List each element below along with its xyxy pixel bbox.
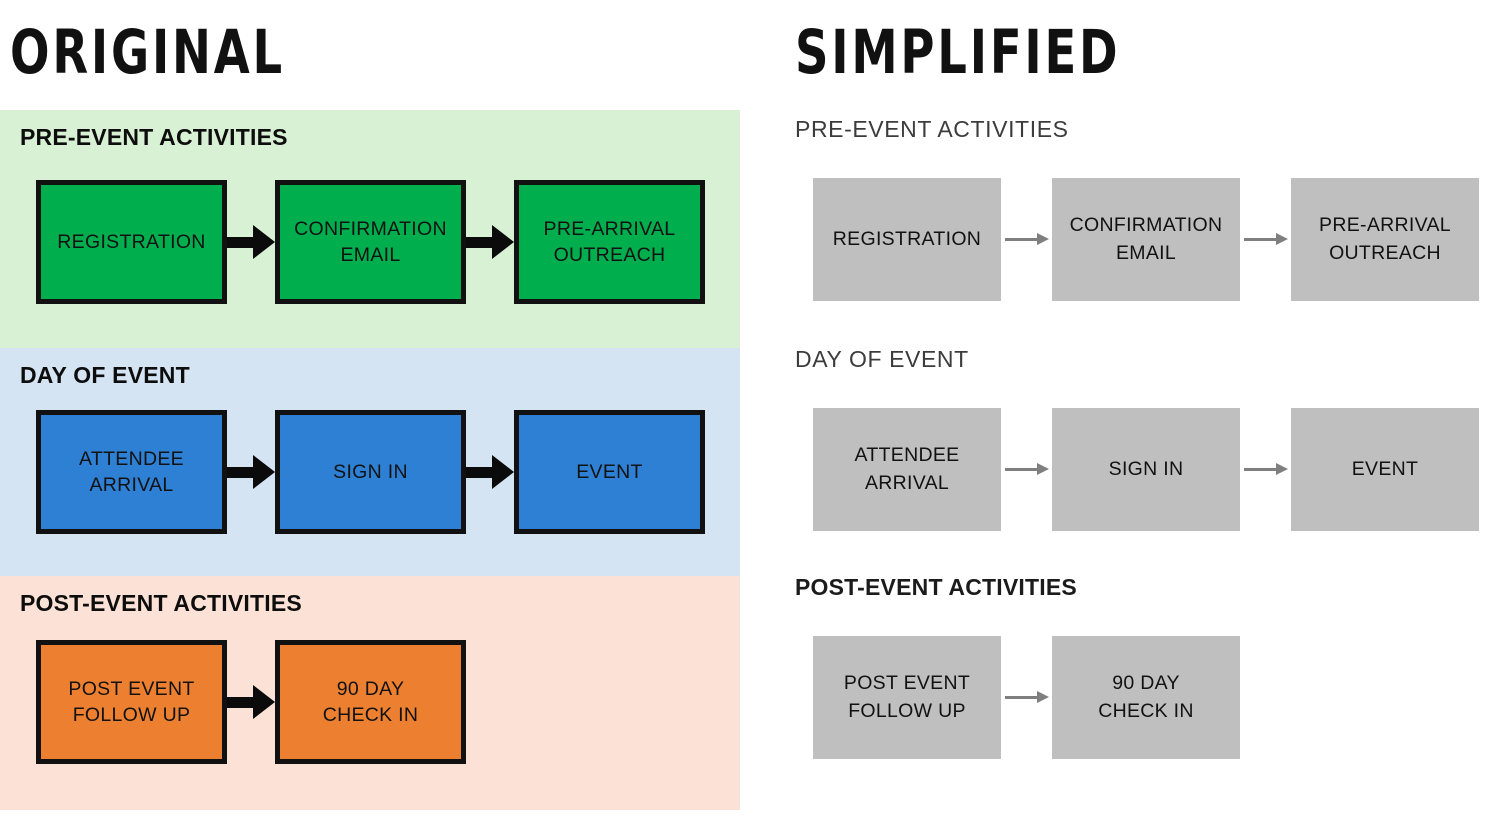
step-label-line2: OUTREACH <box>553 244 666 266</box>
simplified-step-post-event-follow-up[interactable]: POST EVENT FOLLOW UP <box>813 636 1001 759</box>
arrow-shaft <box>227 697 257 708</box>
step-label-line2: OUTREACH <box>1329 241 1441 264</box>
step-label-line2: EMAIL <box>1115 241 1176 264</box>
step-label-line1: ATTENDEE <box>854 444 960 467</box>
arrow-right-icon <box>466 455 514 489</box>
page-title-original: ORIGINAL <box>10 17 285 88</box>
arrow-head <box>492 455 514 489</box>
arrow-shaft <box>1005 467 1039 471</box>
arrow-head <box>1276 233 1288 245</box>
arrow-right-icon <box>1001 231 1052 249</box>
simplified-step-sign-in[interactable]: SIGN IN <box>1052 408 1240 531</box>
arrow-head <box>253 455 275 489</box>
step-label-line1: EVENT <box>1351 457 1419 480</box>
original-section-day-of-event: DAY OF EVENT ATTENDEE ARRIVAL SIGN IN <box>0 348 740 576</box>
simplified-flow-row-pre-event: REGISTRATION CONFIRMATION EMAIL PRE-AR <box>813 178 1479 301</box>
arrow-head <box>1037 233 1049 245</box>
step-label-line2: ARRIVAL <box>864 471 950 494</box>
arrow-right-icon <box>227 685 275 719</box>
step-label-line1: CONFIRMATION <box>294 217 447 240</box>
original-section-heading-day-of-event: DAY OF EVENT <box>20 362 190 388</box>
original-section-post-event: POST-EVENT ACTIVITIES POST EVENT FOLLOW … <box>0 576 740 810</box>
original-step-event[interactable]: EVENT <box>514 410 705 534</box>
step-label-line1: POST EVENT <box>68 677 195 700</box>
original-step-sign-in[interactable]: SIGN IN <box>275 410 466 534</box>
simplified-section-heading-day-of-event: DAY OF EVENT <box>795 346 969 372</box>
step-label-line2: CHECK IN <box>1098 699 1194 722</box>
step-label-line2: CHECK IN <box>322 704 419 726</box>
arrow-right-icon <box>1240 461 1291 479</box>
step-label-line1: SIGN IN <box>1108 457 1184 480</box>
simplified-step-90-day-check-in[interactable]: 90 DAY CHECK IN <box>1052 636 1240 759</box>
arrow-shaft <box>466 237 496 248</box>
step-label-line1: REGISTRATION <box>832 227 982 250</box>
page-title-simplified: SIMPLIFIED <box>795 17 1121 88</box>
arrow-head <box>1037 463 1049 475</box>
step-label-line1: ATTENDEE <box>79 447 184 470</box>
original-section-heading-post-event: POST-EVENT ACTIVITIES <box>20 590 302 616</box>
simplified-flow-row-post-event: POST EVENT FOLLOW UP 90 DAY CHECK IN <box>813 636 1240 759</box>
original-diagram: PRE-EVENT ACTIVITIES REGISTRATION CONFIR… <box>0 110 740 810</box>
step-label-line1: REGISTRATION <box>57 230 206 253</box>
simplified-step-confirmation-email[interactable]: CONFIRMATION EMAIL <box>1052 178 1240 301</box>
arrow-right-icon <box>466 225 514 259</box>
simplified-section-heading-post-event: POST-EVENT ACTIVITIES <box>795 574 1077 600</box>
original-step-90-day-check-in[interactable]: 90 DAY CHECK IN <box>275 640 466 764</box>
original-step-pre-arrival-outreach[interactable]: PRE-ARRIVAL OUTREACH <box>514 180 705 304</box>
original-flow-row-post-event: POST EVENT FOLLOW UP 90 DAY CHECK IN <box>36 640 466 764</box>
simplified-section-heading-pre-event: PRE-EVENT ACTIVITIES <box>795 116 1069 142</box>
arrow-shaft <box>227 237 257 248</box>
original-step-confirmation-email[interactable]: CONFIRMATION EMAIL <box>275 180 466 304</box>
step-label-line1: PRE-ARRIVAL <box>1319 214 1451 237</box>
arrow-right-icon <box>227 225 275 259</box>
simplified-step-event[interactable]: EVENT <box>1291 408 1479 531</box>
arrow-head <box>1037 691 1049 703</box>
step-label-line2: FOLLOW UP <box>72 704 191 726</box>
step-label-line2: EMAIL <box>340 244 401 266</box>
arrow-shaft <box>1005 237 1039 241</box>
arrow-shaft <box>227 467 257 478</box>
arrow-head <box>253 225 275 259</box>
original-section-pre-event: PRE-EVENT ACTIVITIES REGISTRATION CONFIR… <box>0 110 740 348</box>
arrow-head <box>1276 463 1288 475</box>
step-label-line1: PRE-ARRIVAL <box>543 217 676 240</box>
arrow-head <box>492 225 514 259</box>
original-step-post-event-follow-up[interactable]: POST EVENT FOLLOW UP <box>36 640 227 764</box>
arrow-shaft <box>1244 467 1278 471</box>
step-label-line1: POST EVENT <box>843 672 971 695</box>
original-section-heading-pre-event: PRE-EVENT ACTIVITIES <box>20 124 288 150</box>
step-label-line2: ARRIVAL <box>89 474 174 496</box>
simplified-flow-row-day-of-event: ATTENDEE ARRIVAL SIGN IN EVENT <box>813 408 1479 531</box>
original-step-registration[interactable]: REGISTRATION <box>36 180 227 304</box>
arrow-shaft <box>1005 695 1039 699</box>
simplified-step-registration[interactable]: REGISTRATION <box>813 178 1001 301</box>
step-label-line1: 90 DAY <box>1112 672 1180 695</box>
arrow-right-icon <box>227 455 275 489</box>
arrow-right-icon <box>1240 231 1291 249</box>
step-label-line1: 90 DAY <box>336 677 405 700</box>
step-label-line2: FOLLOW UP <box>848 699 966 722</box>
arrow-shaft <box>466 467 496 478</box>
original-flow-row-pre-event: REGISTRATION CONFIRMATION EMAIL PRE-AR <box>36 180 705 304</box>
simplified-diagram: PRE-EVENT ACTIVITIES REGISTRATION CONFIR… <box>795 110 1495 810</box>
simplified-step-attendee-arrival[interactable]: ATTENDEE ARRIVAL <box>813 408 1001 531</box>
arrow-right-icon <box>1001 461 1052 479</box>
step-label-line1: CONFIRMATION <box>1069 214 1223 237</box>
arrow-right-icon <box>1001 689 1052 707</box>
step-label-line1: EVENT <box>576 460 643 483</box>
original-flow-row-day-of-event: ATTENDEE ARRIVAL SIGN IN EVENT <box>36 410 705 534</box>
original-step-attendee-arrival[interactable]: ATTENDEE ARRIVAL <box>36 410 227 534</box>
step-label-line1: SIGN IN <box>333 460 408 483</box>
simplified-step-pre-arrival-outreach[interactable]: PRE-ARRIVAL OUTREACH <box>1291 178 1479 301</box>
arrow-head <box>253 685 275 719</box>
arrow-shaft <box>1244 237 1278 241</box>
